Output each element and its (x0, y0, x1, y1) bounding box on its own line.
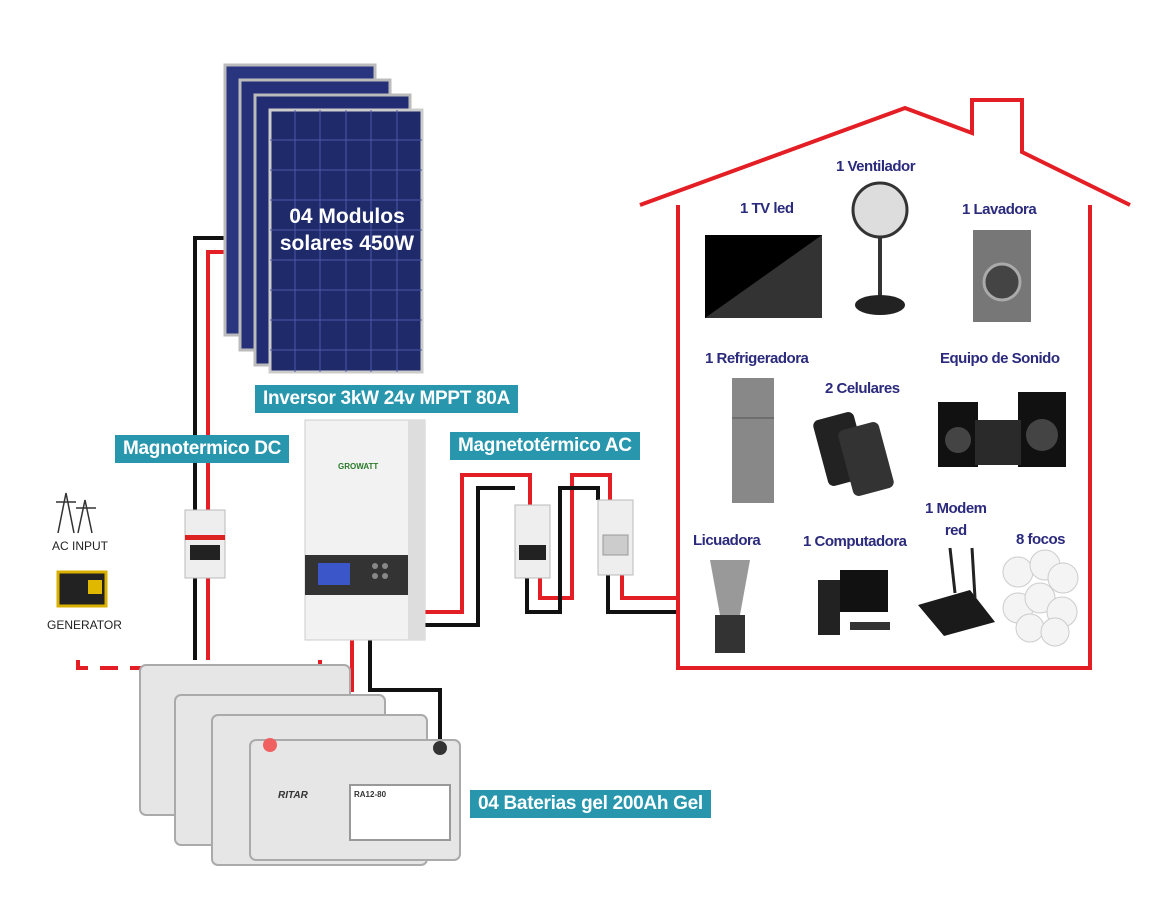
bulbs-label: 8 focos (1016, 531, 1066, 548)
generator-label: GENERATOR (47, 618, 122, 632)
inverter (304, 419, 426, 641)
modem-label: 1 Modem red (925, 498, 987, 542)
battery-model: RA12-80 (354, 790, 387, 799)
fan-label: 1 Ventilador (836, 158, 916, 175)
modem-label-line1: 1 Modem (925, 500, 987, 517)
dc-breaker (184, 509, 226, 579)
fridge-label: 1 Refrigeradora (705, 350, 809, 367)
appliance-icons (705, 181, 1079, 653)
ac-breakers (514, 499, 634, 579)
sound-label: Equipo de Sonido (940, 350, 1060, 367)
batteries-label: 04 Baterias gel 200Ah Gel (470, 790, 711, 818)
dc-breaker-label: Magnotermico DC (115, 435, 290, 463)
battery-brand: RITAR (278, 790, 308, 801)
inverter-label: Inversor 3kW 24v MPPT 80A (255, 385, 518, 413)
tv-label: 1 TV led (740, 200, 794, 217)
modem-label-line2: red (944, 522, 967, 539)
transmission-tower-icon (56, 492, 96, 534)
generator-icon (56, 570, 108, 608)
solar-label-line1: 04 Modulos (289, 205, 405, 228)
phones-label: 2 Celulares (825, 380, 900, 397)
house-outline (639, 98, 1131, 670)
ac-breaker-label: Magnetotérmico AC (450, 432, 640, 460)
blender-label: Licuadora (693, 532, 761, 549)
batteries (139, 664, 461, 866)
washer-label: 1 Lavadora (962, 201, 1037, 218)
solar-label-line2: solares 450W (279, 232, 415, 255)
solar-panels (223, 63, 424, 374)
solar-panels-label: 04 Modulos solares 450W (262, 203, 432, 257)
ac-input-label: AC INPUT (52, 539, 109, 553)
inverter-brand: GROWATT (338, 462, 379, 471)
computer-label: 1 Computadora (803, 533, 907, 550)
